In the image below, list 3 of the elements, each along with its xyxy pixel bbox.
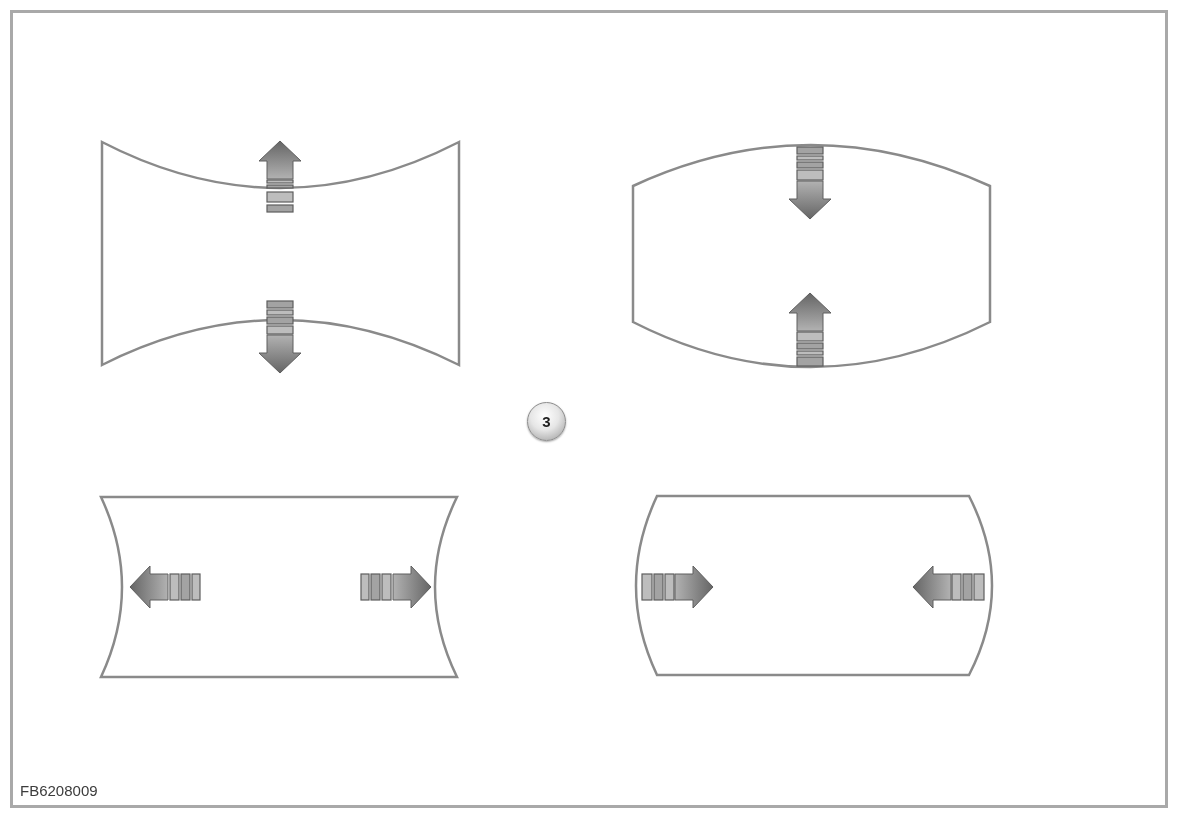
callout-number: 3 [542, 414, 551, 429]
figure-code: FB6208009 [20, 783, 98, 798]
callout-circle [527, 402, 566, 441]
